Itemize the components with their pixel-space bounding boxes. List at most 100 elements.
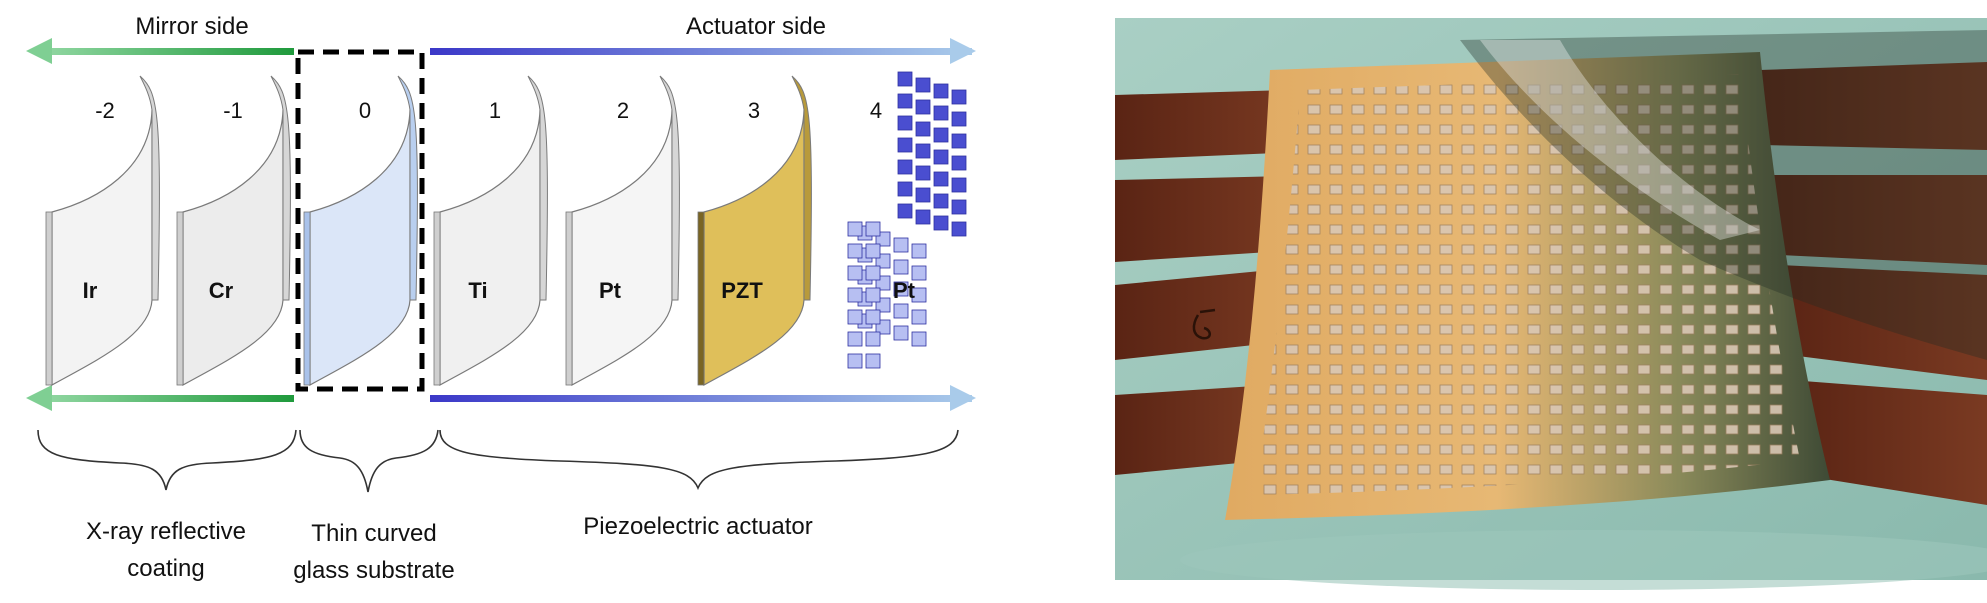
- layer-side-3: [433, 211, 441, 386]
- electrode-segment: [911, 265, 927, 281]
- layer-material-0: Ir: [83, 278, 98, 303]
- glass-reflection: [1460, 30, 1987, 360]
- mirror-bottom-arrow-head: [26, 385, 52, 411]
- glare-highlight: [1480, 40, 1760, 240]
- curved-mirror-photo: [1115, 18, 1987, 590]
- electrode-segment: [951, 199, 967, 215]
- electrode-segment: [933, 215, 949, 231]
- electrode-segment: [951, 133, 967, 149]
- layer-edge-4: [659, 75, 680, 301]
- handwritten-mark: [1192, 308, 1216, 340]
- electrode-segment: [847, 353, 863, 369]
- tape-right-2: [1770, 175, 1987, 265]
- layer-material-3: Ti: [468, 278, 487, 303]
- electrode-segment: [911, 309, 927, 325]
- actuator-bottom-arrow: [430, 395, 972, 402]
- group-label-coating-2: coating: [127, 555, 204, 582]
- layer-sheet-4: [571, 109, 673, 387]
- electrode-segment: [911, 243, 927, 259]
- tape-left-1: [1115, 90, 1300, 160]
- layer-index-0: -2: [95, 98, 115, 123]
- brace-actuator: [439, 429, 959, 491]
- layer-side-5: [697, 211, 705, 386]
- actuator-arrow-head: [950, 38, 976, 64]
- electrode-segment: [933, 83, 949, 99]
- electrode-segment: [915, 143, 931, 159]
- layer-sheet-2: [309, 109, 411, 387]
- layer-edge-3: [527, 75, 548, 301]
- electrode-segment: [933, 127, 949, 143]
- right-tapes: [1760, 62, 1987, 505]
- actuator-bottom-arrow-head: [950, 385, 976, 411]
- electrode-segment: [897, 115, 913, 131]
- electrode-segment: [847, 243, 863, 259]
- electrode-segment: [933, 149, 949, 165]
- mirror-bottom-arrow: [48, 395, 294, 402]
- electrode-segment: [951, 155, 967, 171]
- group-label-coating-1: X-ray reflective: [86, 518, 246, 545]
- layer-index-2: 0: [359, 98, 371, 123]
- layer-edge-2: [397, 75, 418, 301]
- electrode-segment: [951, 177, 967, 193]
- tape-right-1: [1760, 62, 1987, 150]
- electrode-segment: [911, 331, 927, 347]
- layer-sheet-0: [51, 109, 153, 387]
- electrode-segment: [915, 187, 931, 203]
- brace-coating: [37, 429, 297, 491]
- electrode-segment: [915, 209, 931, 225]
- mirror-side-label: Mirror side: [135, 13, 248, 40]
- electrode-segment: [847, 331, 863, 347]
- tape-right-3: [1780, 265, 1987, 380]
- electrode-segment: [893, 281, 909, 297]
- layer-index-3: 1: [489, 98, 501, 123]
- actuator-side-arrow: [430, 48, 972, 55]
- group-label-substrate-2: glass substrate: [293, 557, 454, 584]
- layer-index-4: 2: [617, 98, 629, 123]
- electrode-segment: [865, 265, 881, 281]
- electrode-segment: [915, 165, 931, 181]
- group-labels: X-ray reflective coating Thin curved gla…: [86, 513, 813, 584]
- layer-index-6: 4: [870, 98, 882, 123]
- actuator-side-label: Actuator side: [686, 13, 826, 40]
- electrode-segment: [865, 221, 881, 237]
- layer-side-2: [303, 211, 311, 386]
- layer-edge-5: [791, 75, 812, 301]
- top-arrows: [26, 38, 976, 64]
- layer-side-0: [45, 211, 53, 386]
- layer-material-5: PZT: [721, 278, 763, 303]
- electrode-segment: [897, 181, 913, 197]
- group-braces: [37, 429, 959, 493]
- tape-left-2: [1115, 176, 1300, 262]
- electrode-segment: [915, 121, 931, 137]
- tape-right-4: [1790, 380, 1987, 505]
- electrode-segment: [915, 99, 931, 115]
- electrode-segment: [847, 221, 863, 237]
- electrode-segment: [897, 159, 913, 175]
- layer-sheet-5: [703, 109, 805, 387]
- electrode-segment: [933, 105, 949, 121]
- tape-left-4: [1115, 385, 1270, 475]
- electrode-segment: [893, 303, 909, 319]
- electrode-segment: [893, 237, 909, 253]
- electrode-segment: [865, 353, 881, 369]
- layer-index-5: 3: [748, 98, 760, 123]
- layer-side-4: [565, 211, 573, 386]
- foam-shadow: [1180, 530, 1987, 590]
- electrode-segment: [933, 193, 949, 209]
- electrode-segment: [933, 171, 949, 187]
- layer-material-1: Cr: [209, 278, 234, 303]
- electrode-segment: [865, 331, 881, 347]
- electrode-segment: [951, 89, 967, 105]
- electrode-segment: [847, 287, 863, 303]
- layer-edge-0: [139, 75, 160, 301]
- electrode-segment: [897, 93, 913, 109]
- mirror-side-arrow: [48, 48, 294, 55]
- layer-side-1: [176, 211, 184, 386]
- electrode-segment: [897, 71, 913, 87]
- layer-material-6: Pt: [893, 278, 916, 303]
- electrode-segment: [865, 243, 881, 259]
